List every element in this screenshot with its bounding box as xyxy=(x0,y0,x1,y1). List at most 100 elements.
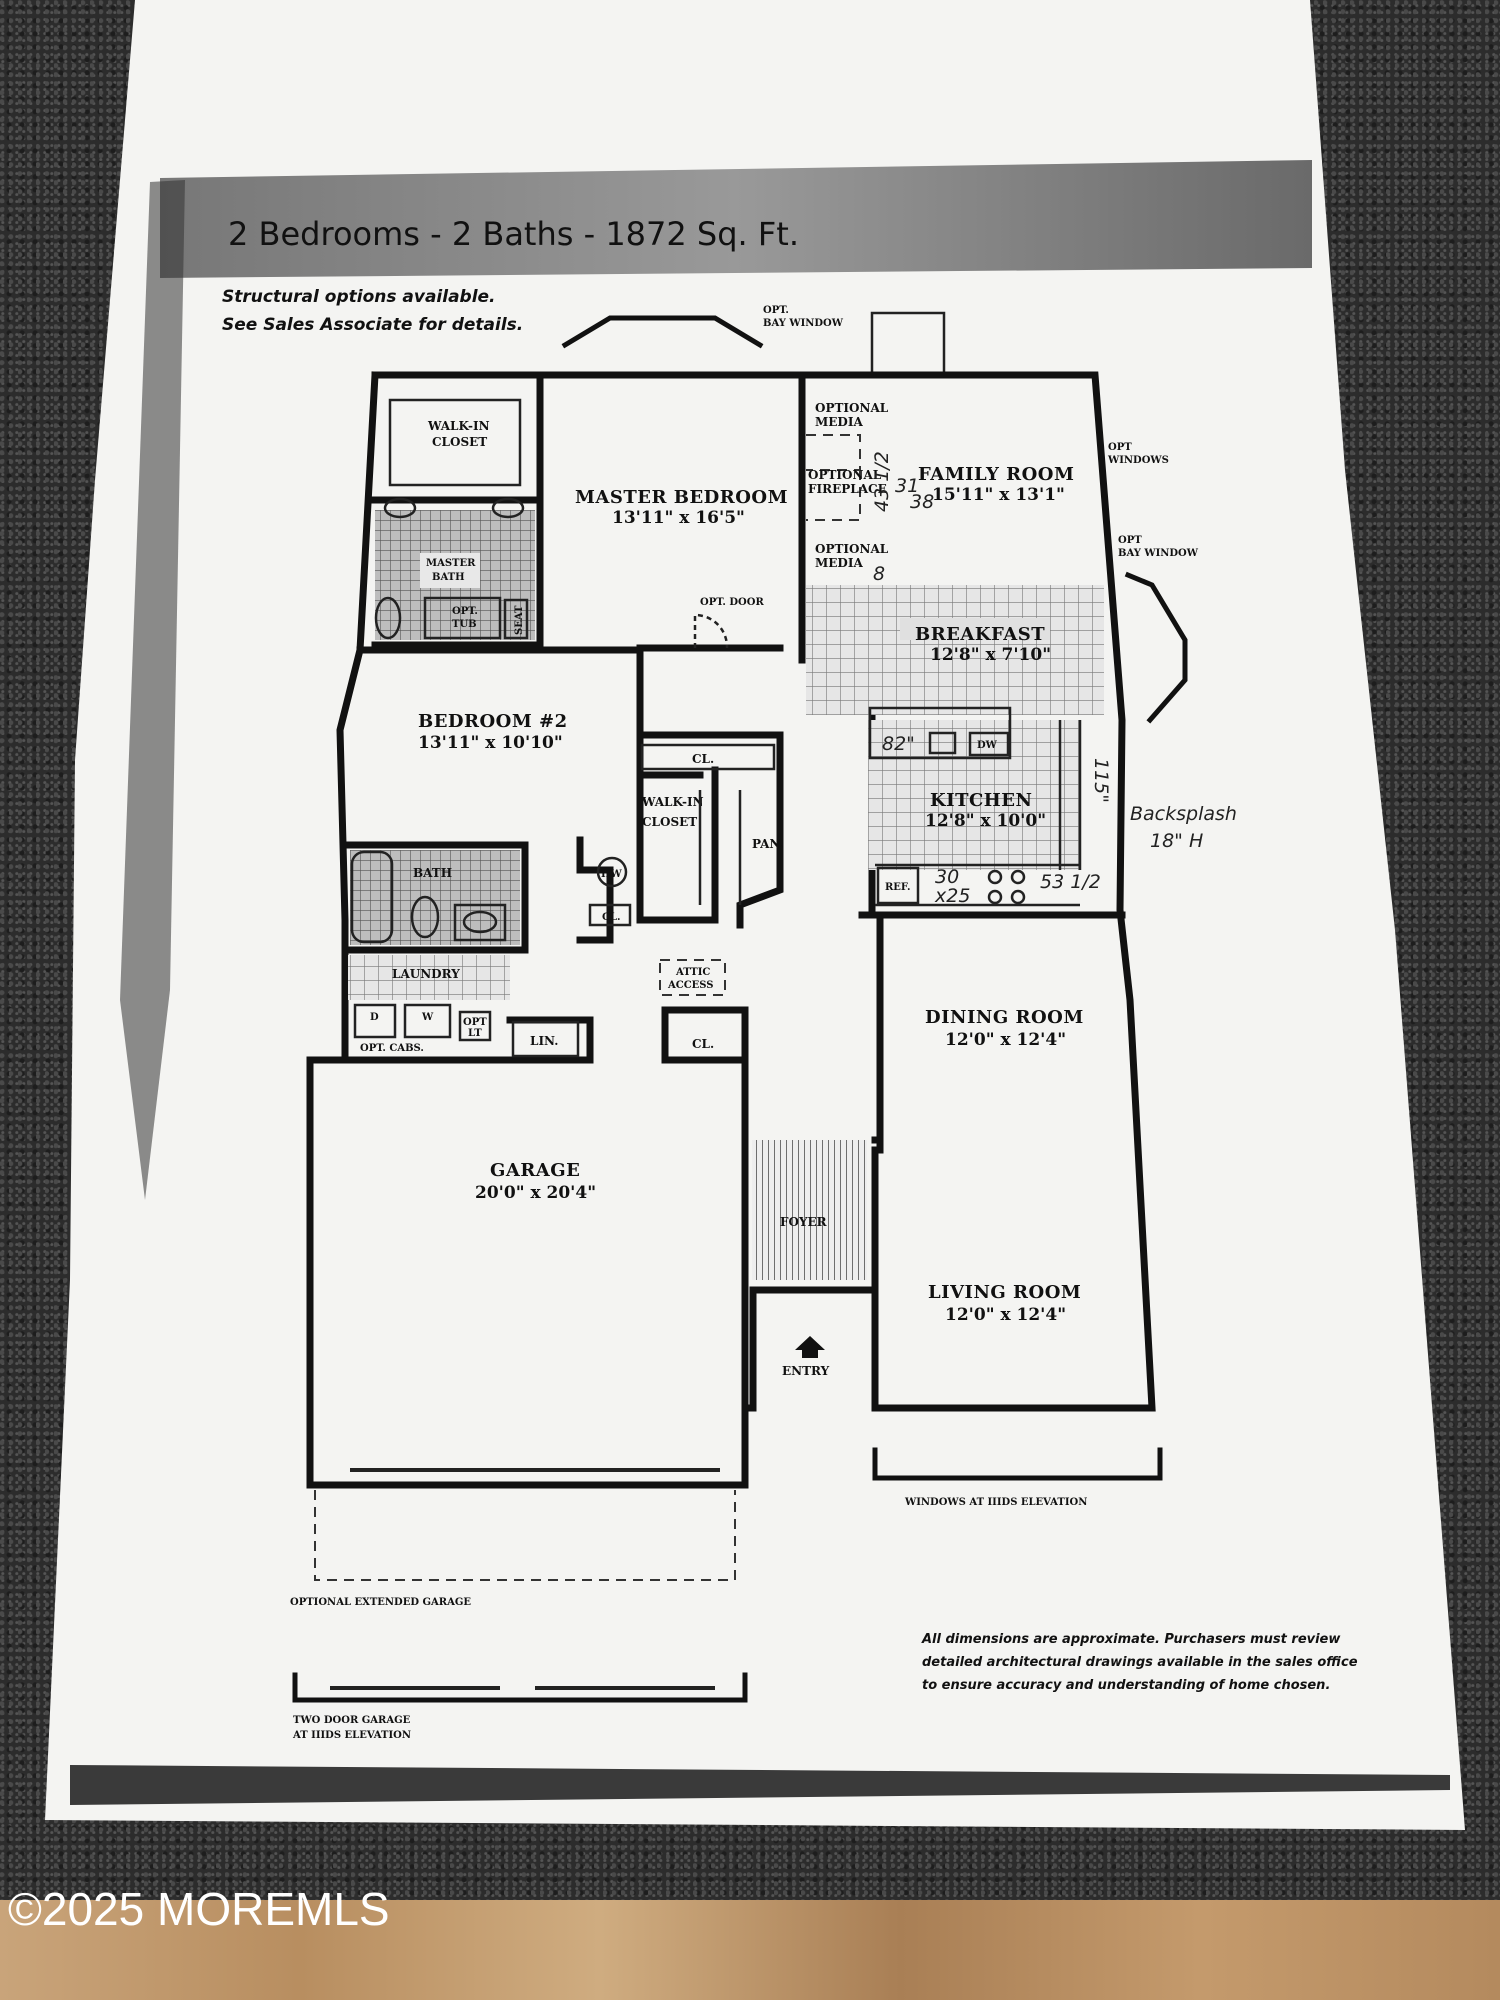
bedroom-2-dim: 13'11" x 10'10" xyxy=(418,733,563,753)
opt-tub-label: OPT. xyxy=(452,606,478,617)
breakfast-label: BREAKFAST xyxy=(915,624,1045,645)
entry-arrow-icon xyxy=(795,1336,825,1358)
kitchen-island xyxy=(868,706,1012,760)
dining-room-dim: 12'0" x 12'4" xyxy=(945,1030,1066,1050)
right-bay-window xyxy=(1124,571,1188,724)
optional-fireplace-label: OPTIONAL xyxy=(808,468,882,482)
master-bath-label: MASTER xyxy=(426,558,476,569)
bath-vanity xyxy=(453,903,507,942)
disclaimer-line-1: All dimensions are approximate. Purchase… xyxy=(921,1632,1341,1647)
hand-note-25: x25 xyxy=(934,885,970,907)
top-bay-window xyxy=(561,315,764,349)
opt-door-label: OPT. DOOR xyxy=(700,597,764,608)
hand-note-115: 115" xyxy=(1090,758,1112,803)
copyright-watermark: ©2025 MOREMLS xyxy=(8,1883,390,1935)
breakfast-label-bg xyxy=(900,618,1050,640)
subtitle-line-2: See Sales Associate for details. xyxy=(222,315,523,335)
opt-bay-window-right-label-2: BAY WINDOW xyxy=(1118,548,1199,559)
hand-note-82: 82" xyxy=(882,733,915,755)
opt-lt-label-2: LT xyxy=(468,1028,482,1039)
dishwasher xyxy=(968,731,1010,757)
pantry-walls xyxy=(698,790,742,905)
two-door-garage-label: TWO DOOR GARAGE xyxy=(293,1715,411,1726)
master-bath-label-2: BATH xyxy=(432,572,465,583)
plan-title: 2 Bedrooms - 2 Baths - 1872 Sq. Ft. xyxy=(228,215,799,253)
walk-in-closet-2-label-2: CLOSET xyxy=(642,815,697,829)
refrigerator-label: REF. xyxy=(885,882,911,893)
opt-lt xyxy=(458,1010,492,1042)
dryer xyxy=(353,1003,397,1039)
pantry-label: PAN. xyxy=(752,837,784,851)
garage-dim: 20'0" x 20'4" xyxy=(475,1183,596,1203)
disclaimer-line-2: detailed architectural drawings availabl… xyxy=(922,1655,1358,1670)
optional-media-outline xyxy=(806,434,861,521)
paper-sheet xyxy=(45,0,1465,1830)
opt-tub-label-2: TUB xyxy=(452,619,477,630)
opt-tub xyxy=(423,596,502,640)
bath-sink xyxy=(462,910,498,934)
dishwasher-label: DW xyxy=(977,740,998,751)
burner-4 xyxy=(1010,889,1026,905)
optional-media-b-label: OPTIONAL xyxy=(815,542,889,556)
entry-label: ENTRY xyxy=(782,1364,830,1378)
outer-walls xyxy=(306,371,1156,1489)
washer xyxy=(403,1003,452,1039)
opt-door-swing xyxy=(693,613,729,649)
kitchen-dim: 12'8" x 10'0" xyxy=(925,811,1046,831)
walk-in-closet-2-label: WALK-IN xyxy=(641,795,704,809)
kitchen-counter-right xyxy=(1058,720,1082,870)
refrigerator xyxy=(876,866,920,905)
linen-label: LIN. xyxy=(530,1034,558,1048)
master-bath-label-bg xyxy=(420,553,480,588)
breakfast-dim: 12'8" x 7'10" xyxy=(930,645,1051,665)
laundry-tile xyxy=(348,955,510,1000)
living-room-label: LIVING ROOM xyxy=(928,1282,1081,1303)
dining-room-label: DINING ROOM xyxy=(925,1007,1084,1028)
opt-lt-label: OPT xyxy=(463,1017,487,1028)
family-room-label: FAMILY ROOM xyxy=(918,464,1074,485)
opt-bay-window-right-label: OPT xyxy=(1118,535,1142,546)
island-sink xyxy=(928,731,957,755)
hand-note-53: 53 1/2 xyxy=(1040,871,1101,893)
foyer-floor xyxy=(752,1140,867,1280)
disclaimer-line-3: to ensure accuracy and understanding of … xyxy=(922,1678,1330,1693)
linen-closet xyxy=(511,1020,580,1058)
bedroom-2-label: BEDROOM #2 xyxy=(418,711,568,732)
closet-cl xyxy=(640,743,776,771)
bath-toilet xyxy=(410,895,440,939)
opt-bay-window-top-label: OPT. xyxy=(763,305,789,316)
water-heater-label: HW xyxy=(601,869,622,880)
two-door-garage-strip xyxy=(292,1672,748,1703)
kitchen-label: KITCHEN xyxy=(930,790,1032,811)
optional-media-label-2: MEDIA xyxy=(815,415,863,429)
hand-note-backsplash: Backsplash xyxy=(1130,803,1237,825)
burner-3 xyxy=(987,889,1003,905)
seat-label: SEAT xyxy=(514,605,525,635)
closet-small-label: CL. xyxy=(602,912,620,923)
bath-label: BATH xyxy=(413,866,452,880)
optional-media-b-label-2: MEDIA xyxy=(815,556,863,570)
hand-note-18h: 18" H xyxy=(1150,830,1203,852)
hand-note-8: 8 xyxy=(873,563,885,585)
dryer-label: D xyxy=(370,1012,379,1023)
optional-media-label: OPTIONAL xyxy=(815,401,889,415)
family-room-dim: 15'11" x 13'1" xyxy=(932,485,1065,505)
kitchen-tile xyxy=(868,720,1080,870)
kitchen-counter-bottom xyxy=(875,863,1080,907)
closet-small xyxy=(588,903,632,927)
hand-note-43: 43 1/2 xyxy=(871,451,893,512)
washer-label: W xyxy=(421,1012,434,1023)
closet-bottom-label: CL. xyxy=(692,1037,714,1051)
opt-cabs-label: OPT. CABS. xyxy=(360,1043,424,1054)
walk-in-closet-label: WALK-IN xyxy=(427,419,490,433)
wood-floor xyxy=(0,1900,1500,2000)
bottom-band xyxy=(70,1765,1450,1805)
optional-fireplace-label-2: FIREPLACE xyxy=(808,482,887,496)
water-heater xyxy=(596,856,628,888)
opt-bay-window-top-label-2: BAY WINDOW xyxy=(763,318,844,329)
walk-in-closet-outline xyxy=(388,398,522,487)
laundry-label: LAUNDRY xyxy=(392,967,460,981)
windows-elevation-strip xyxy=(872,1447,1163,1481)
burner-2 xyxy=(1010,869,1026,885)
